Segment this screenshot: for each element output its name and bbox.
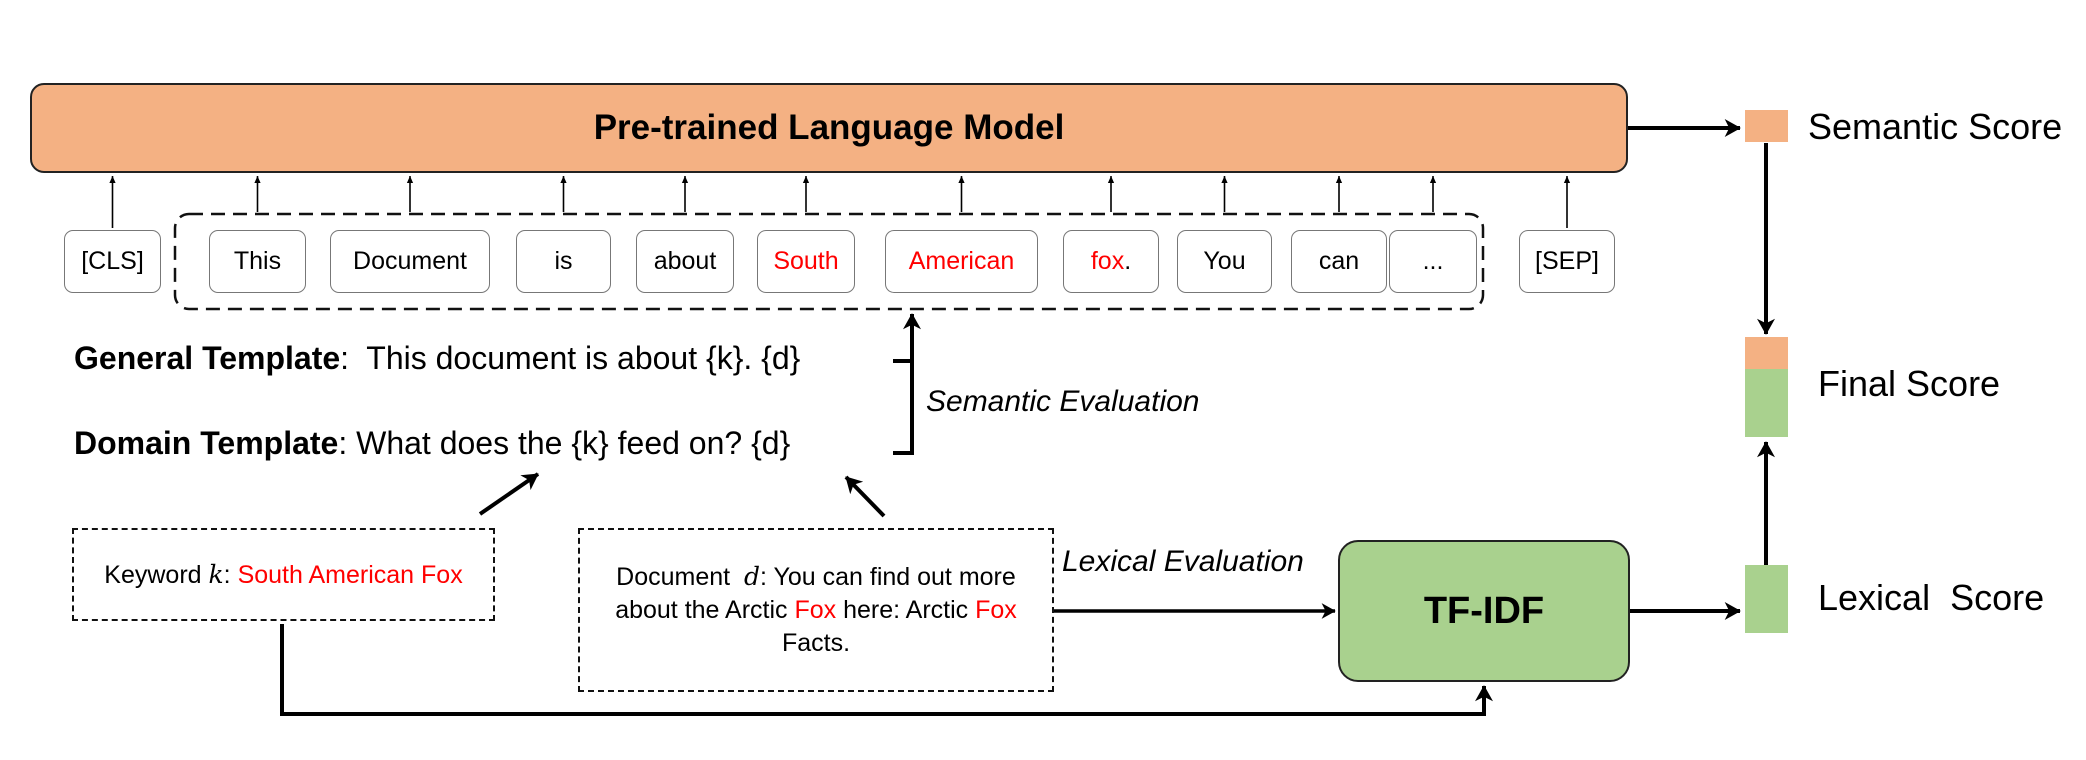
semantic-score-block [1745,110,1788,142]
tfidf-label: TF-IDF [1423,589,1545,632]
token-text: is [554,247,573,275]
token-box: [SEP] [1519,230,1615,293]
document-line3: Facts. [781,629,851,657]
lexical-score-block [1745,565,1788,633]
token-text: fox [1090,247,1125,275]
token-text: can [1318,247,1360,275]
document-variable: d [744,562,761,591]
token-box: is [516,230,611,293]
final-score-lexical-part [1745,369,1788,437]
token-box: [CLS] [64,230,161,293]
lexical-evaluation-label: Lexical Evaluation [1062,545,1304,578]
token-box: You [1177,230,1272,293]
domain-template-text: What does the {k} feed on? {d} [356,425,791,461]
document-box: Document d: You can find out more about … [578,528,1054,692]
token-box: Document [330,230,490,293]
document-highlight-2: Fox [975,596,1017,624]
token-text: American [908,247,1015,275]
keyword-box: Keyword k: South American Fox [72,528,495,621]
token-box: fox. [1063,230,1159,293]
token-box: about [636,230,734,293]
token-box: ... [1389,230,1477,293]
domain-template-label: Domain Template [74,425,339,461]
document-line1: : You can find out more [760,563,1016,591]
pretrained-language-model-block: Pre-trained Language Model [30,83,1628,173]
semantic-score-label: Semantic Score [1808,106,2063,147]
token-text: South [773,247,839,275]
token-text: This [233,247,282,275]
token-text: Document [353,247,467,275]
token-text: ... [1422,247,1444,275]
token-box: This [209,230,306,293]
input-sequence-group [173,212,1485,311]
document-to-template-arrow [844,475,886,518]
keyword-to-template-arrow [478,472,540,516]
general-template-label: General Template [74,340,341,376]
keyword-prefix: Keyword [104,560,202,589]
document-highlight-1: Fox [794,596,837,624]
keyword-variable: k [208,559,224,589]
token-text: about [653,247,717,275]
token-text: [CLS] [81,247,144,275]
general-template: General Template: This document is about… [74,340,801,376]
domain-template: Domain Template: What does the {k} feed … [74,425,791,461]
token-box: can [1291,230,1387,293]
keyword-value: South American Fox [237,560,463,589]
final-score-semantic-part [1745,337,1788,369]
general-template-text: This document is about {k}. {d} [366,340,801,376]
model-label: Pre-trained Language Model [593,108,1065,147]
keyword-to-tfidf-arrow [280,624,1493,716]
token-box: South [757,230,855,293]
lexical-score-label: Lexical Score [1818,577,2045,618]
token-arrows [109,176,1571,228]
semantic-evaluation-bracket [893,359,914,455]
semantic-evaluation-label: Semantic Evaluation [926,385,1200,418]
token-text: You [1203,247,1246,275]
final-score-label: Final Score [1818,363,2001,404]
document-prefix: Document [616,563,731,591]
tfidf-block: TF-IDF [1338,540,1630,682]
token-text: [SEP] [1535,247,1599,275]
token-box: American [885,230,1038,293]
token-suffix: . [1124,247,1132,275]
